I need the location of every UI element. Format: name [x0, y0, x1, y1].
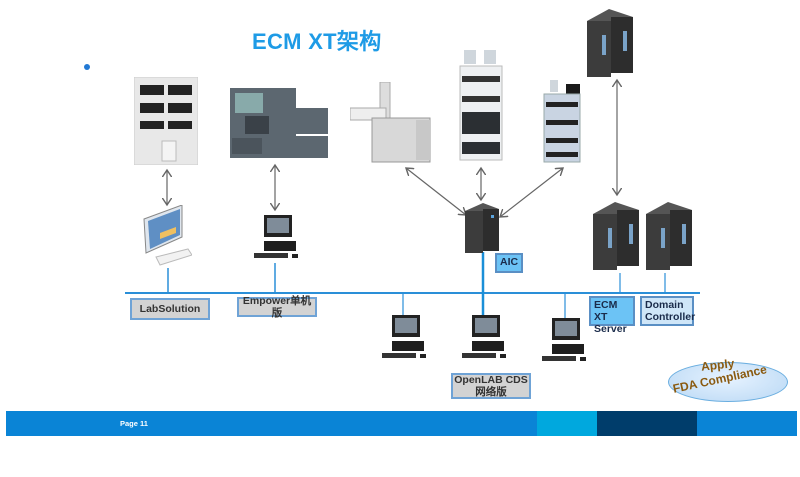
fda-compliance-badge: Apply FDA Compliance: [668, 356, 788, 402]
domain-controller-server-icon: [646, 202, 692, 270]
domain-controller-label-line2: Controller: [645, 311, 696, 323]
aic-server-icon: [465, 203, 499, 253]
domain-controller-label-line1: Domain: [645, 299, 684, 311]
slide-footer-bar: Page 11: [6, 411, 797, 436]
openlab-cds-label: OpenLAB CDS 网络版: [451, 373, 531, 399]
shimadzu-hplc-image: [134, 77, 198, 165]
footer-segment-navy: [597, 411, 697, 436]
cloud-server-rack-icon: [587, 9, 633, 77]
ecm-xt-server-icon: [593, 202, 639, 270]
openlab-cds-label-line1: OpenLAB CDS: [454, 374, 528, 386]
openlab-cds-label-line2: 网络版: [475, 386, 507, 398]
agilent-gc-image: [350, 82, 431, 163]
empower-workstation-icon: [254, 215, 298, 258]
fda-badge-ellipse: [668, 362, 788, 402]
labsolution-label: LabSolution: [130, 298, 210, 320]
ecm-xt-server-label: ECM XT Server: [589, 296, 635, 335]
arrow-gc: [406, 168, 466, 215]
ecm-xt-server-label-line1: ECM XT: [594, 299, 618, 323]
agilent-hplc-1260-image: [543, 80, 581, 163]
arrow-1260: [500, 168, 563, 217]
bullet-dot: [84, 64, 90, 70]
agilent-hplc-1290-image: [459, 50, 503, 161]
domain-controller-label: Domain Controller: [640, 296, 696, 326]
footer-segment-end: [697, 411, 797, 436]
empower-label: Empower单机版: [237, 295, 317, 319]
page-number: Page 11: [120, 419, 148, 428]
slide-title: ECM XT架构: [252, 29, 382, 54]
openlab-client-1-icon: [382, 315, 426, 358]
openlab-client-3-icon: [542, 318, 586, 361]
labsolution-workstation-icon: [143, 205, 192, 266]
openlab-client-2-icon: [462, 315, 506, 358]
ecm-xt-server-label-line2: Server: [594, 323, 627, 335]
waters-hplc-image: [230, 88, 328, 158]
aic-label: AIC: [495, 253, 523, 273]
footer-segment-cyan: [537, 411, 597, 436]
footer-segment-main: [6, 411, 537, 436]
